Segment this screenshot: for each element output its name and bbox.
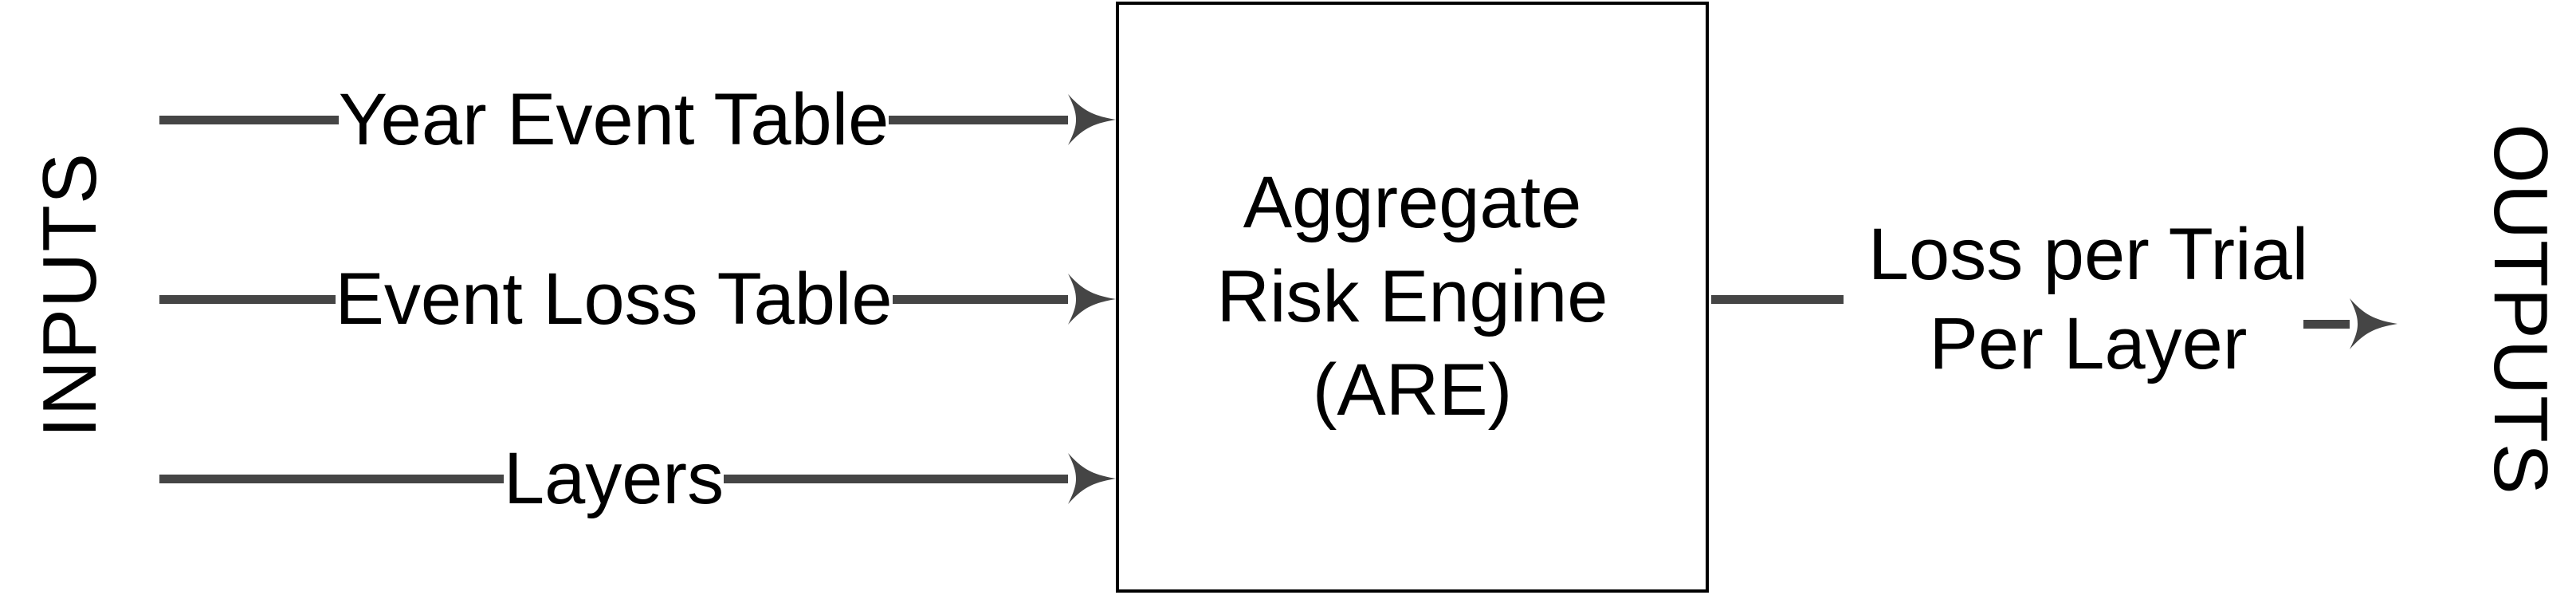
connector-line-right [892, 294, 1069, 304]
connector-line-left [159, 474, 504, 483]
output-label-line-2: Per Layer [1929, 303, 2248, 384]
output-connector-stub [1711, 295, 1844, 304]
connector-line-left [159, 115, 339, 124]
output-arrow [2303, 295, 2397, 353]
output-label-line-1: Loss per Trial [1867, 213, 2309, 295]
arrow-right-icon [2350, 298, 2397, 349]
arrow-right-icon [1068, 453, 1117, 504]
arrow-right-icon [1068, 94, 1117, 145]
output-label: Loss per Trial Per Layer [1868, 210, 2308, 388]
input-row-label-layers: Layers [503, 438, 724, 519]
connector-line-right [889, 115, 1069, 124]
process-line-1: Aggregate [1243, 161, 1582, 243]
process-line-3: (ARE) [1312, 349, 1513, 432]
connector-line-left [159, 294, 336, 304]
aggregate-risk-engine-box: Aggregate Risk Engine (ARE) [1116, 2, 1709, 593]
outputs-side-label: OUTPUTS [2478, 124, 2563, 495]
connector-line-right [724, 474, 1069, 483]
input-row-label-event-loss-table: Event Loss Table [335, 258, 893, 340]
process-line-2: Risk Engine [1216, 255, 1608, 337]
arrow-right-icon [1068, 274, 1117, 325]
connector-line-output [2303, 319, 2350, 329]
inputs-side-label: INPUTS [27, 152, 112, 439]
input-row-label-year-event-table: Year Event Table [338, 79, 889, 160]
